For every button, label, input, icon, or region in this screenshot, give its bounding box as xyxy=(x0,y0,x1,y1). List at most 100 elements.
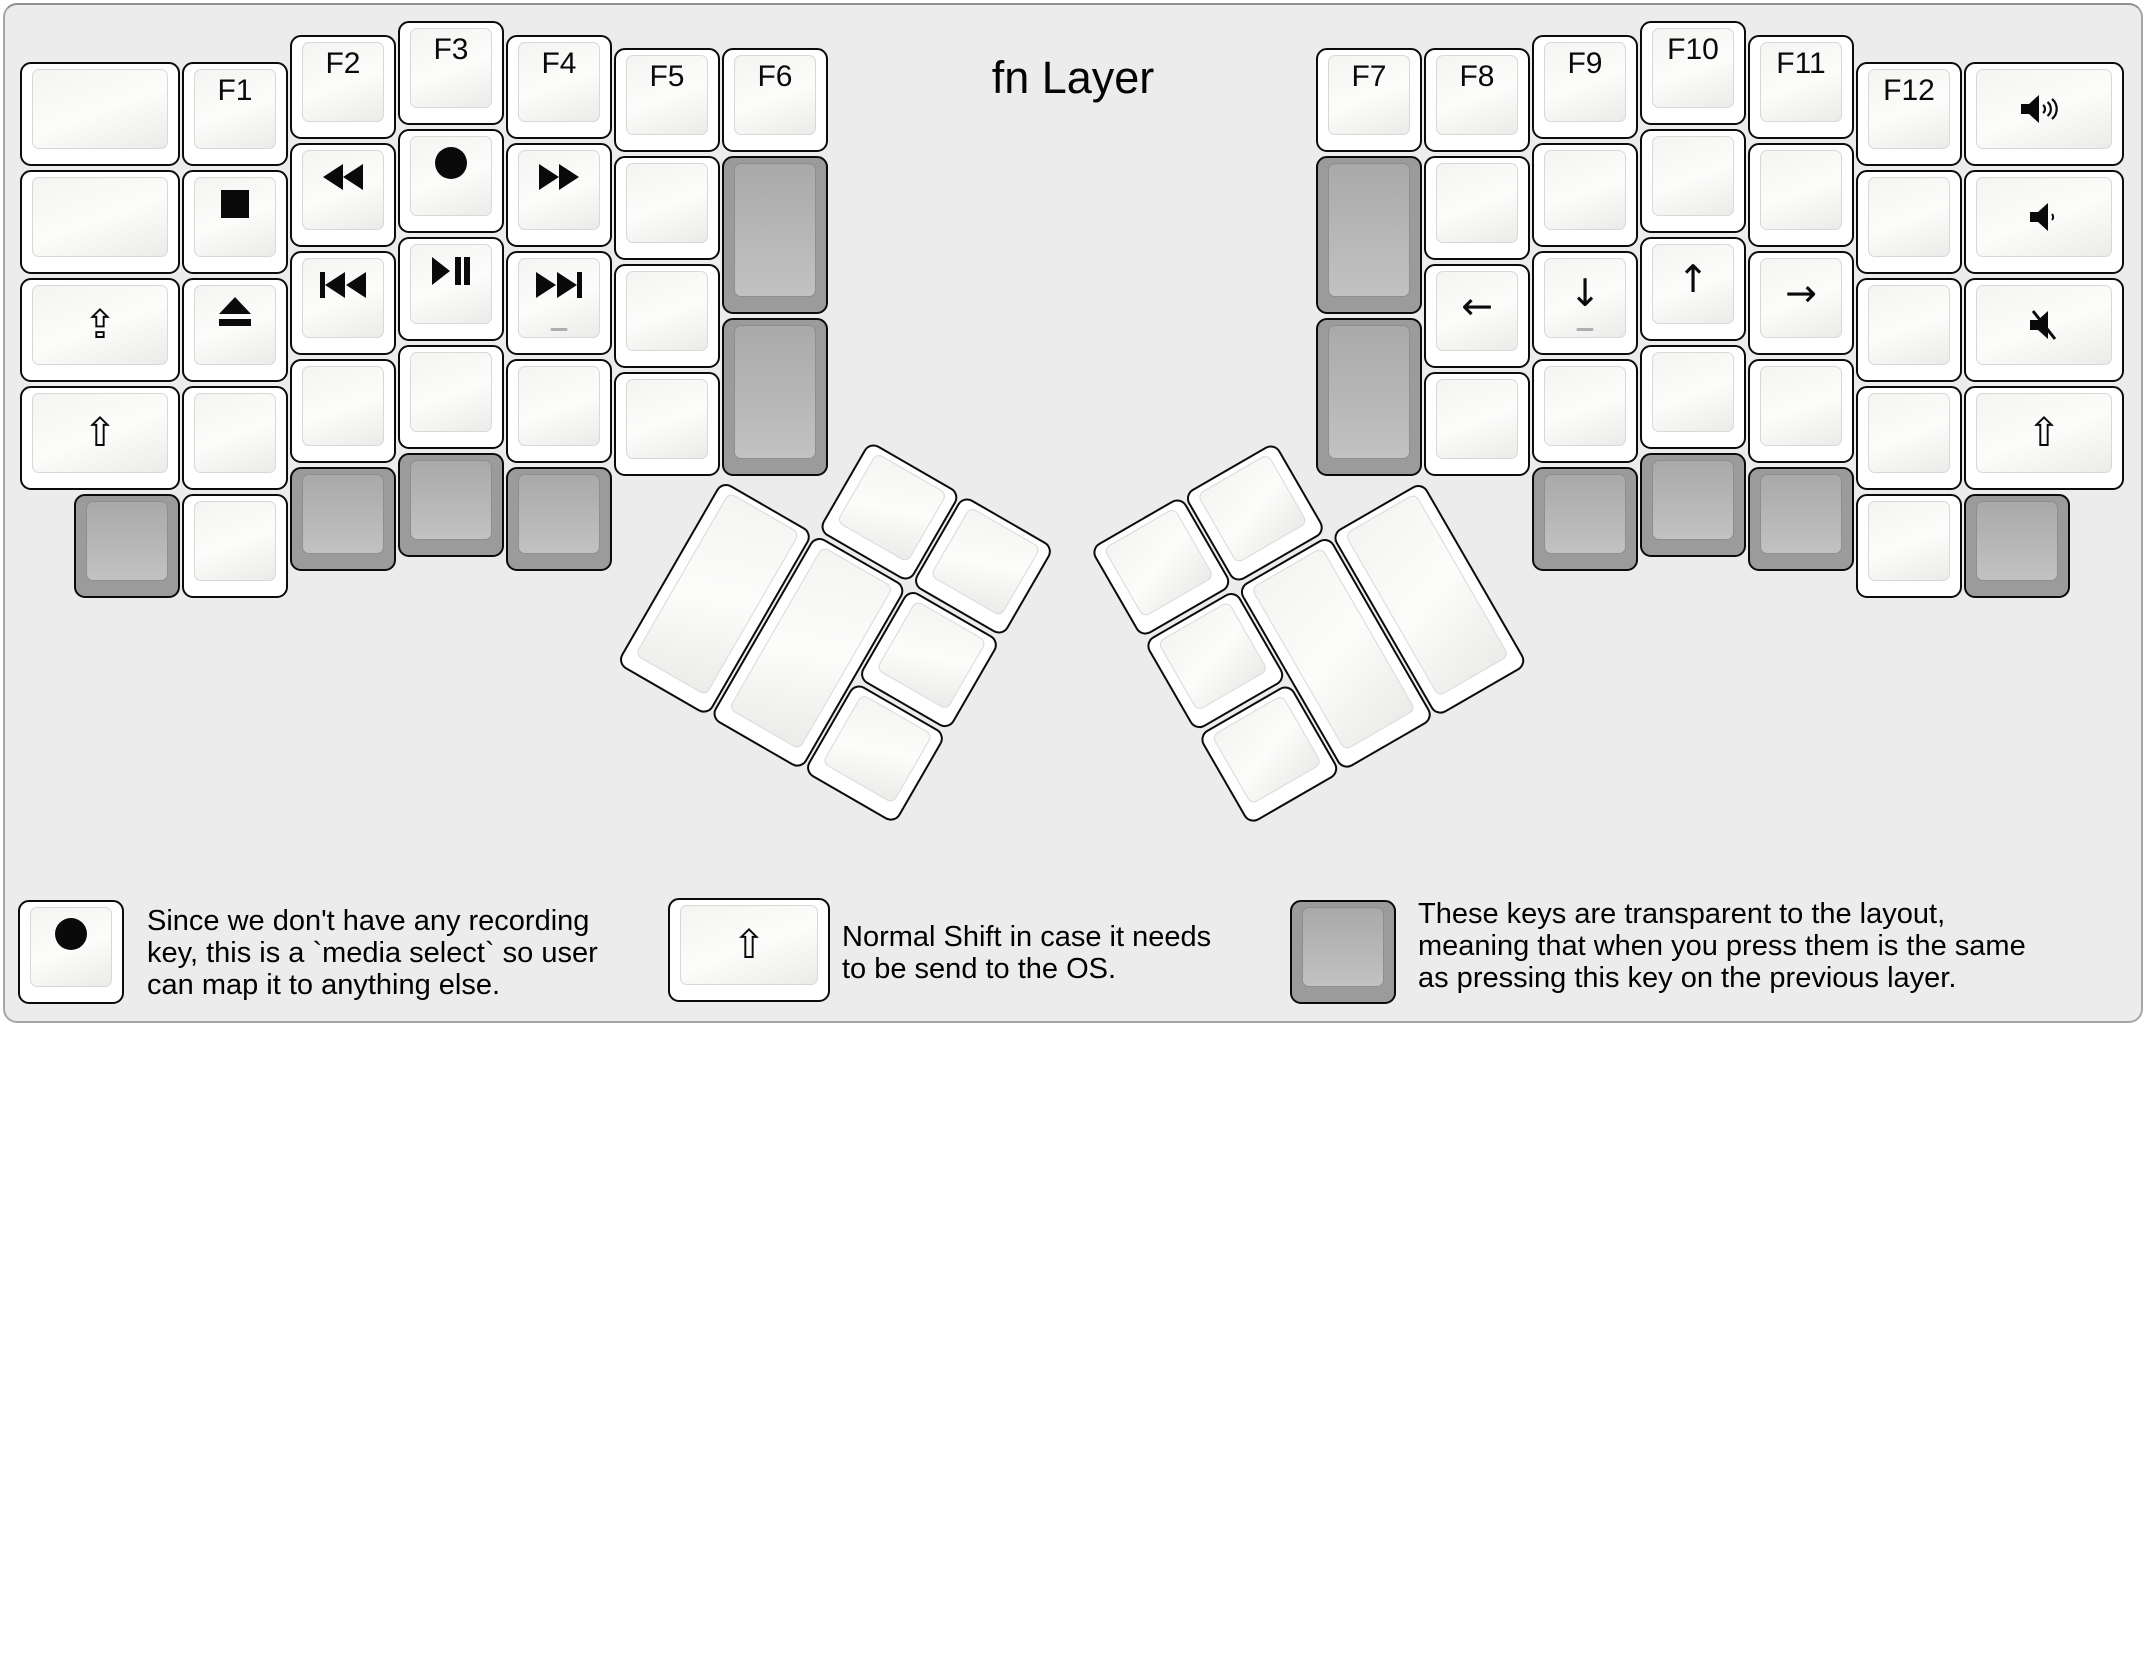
keycap xyxy=(734,325,816,459)
key-blank-l4[interactable] xyxy=(290,358,396,463)
key-blank-r11[interactable] xyxy=(1856,385,1962,490)
key-prev-track[interactable] xyxy=(290,250,396,355)
key-transparent-r5[interactable] xyxy=(1748,466,1854,571)
key-label: ← xyxy=(1461,284,1493,328)
key-label: F1 xyxy=(217,73,253,107)
key-media-select[interactable] xyxy=(398,129,504,233)
keycap xyxy=(302,365,384,446)
keycap: F10 xyxy=(1652,28,1734,108)
key-arrow-right[interactable]: → xyxy=(1748,250,1854,355)
key-f8[interactable]: F8 xyxy=(1424,48,1530,152)
key-arrow-left[interactable]: ← xyxy=(1424,264,1530,368)
keycap: ⇧ xyxy=(1976,392,2112,473)
key-blank-r1[interactable] xyxy=(1424,156,1530,260)
keycap xyxy=(1196,453,1308,564)
key-eject[interactable] xyxy=(182,277,288,382)
key-next-track[interactable] xyxy=(506,250,612,355)
key-blank-r8[interactable] xyxy=(1748,358,1854,463)
fast-forward-icon xyxy=(539,163,579,190)
keycap xyxy=(1652,352,1734,432)
key-blank-l5[interactable] xyxy=(398,345,504,449)
key-play-pause[interactable] xyxy=(398,237,504,341)
key-blank-l10[interactable] xyxy=(182,493,288,598)
key-transparent-r3[interactable] xyxy=(1532,466,1638,571)
key-f3[interactable]: F3 xyxy=(398,21,504,125)
key-label: F11 xyxy=(1776,46,1826,80)
key-f5[interactable]: F5 xyxy=(614,48,720,152)
volume-down-icon xyxy=(2022,202,2066,232)
key-blank-r6[interactable] xyxy=(1640,345,1746,449)
key-blank-r12[interactable] xyxy=(1856,493,1962,598)
key-shift-left[interactable]: ⇧ xyxy=(20,385,180,490)
key-blank-l2[interactable] xyxy=(20,169,180,274)
keycap xyxy=(30,907,112,987)
keycap xyxy=(32,68,168,149)
key-label: ⇧ xyxy=(83,409,117,456)
key-f1[interactable]: F1 xyxy=(182,61,288,166)
key-label: → xyxy=(1785,270,1817,315)
key-rewind[interactable] xyxy=(290,142,396,247)
key-f4[interactable]: F4 xyxy=(506,34,612,139)
key-f9[interactable]: F9 xyxy=(1532,34,1638,139)
key-blank-r10[interactable] xyxy=(1856,277,1962,382)
key-transparent-r2[interactable] xyxy=(1316,318,1422,476)
key-transparent-r1[interactable] xyxy=(1316,156,1422,314)
key-transparent-l1[interactable] xyxy=(290,466,396,571)
key-blank-l9[interactable] xyxy=(614,372,720,476)
keycap xyxy=(1436,163,1518,243)
keycap xyxy=(1544,365,1626,446)
play-pause-icon xyxy=(432,257,470,285)
rewind-icon xyxy=(323,163,363,190)
key-blank-l6[interactable] xyxy=(506,358,612,463)
key-blank-r4[interactable] xyxy=(1532,358,1638,463)
legend-sample-key: ⇧ xyxy=(668,898,830,1002)
key-volume-down[interactable] xyxy=(1964,169,2124,274)
key-volume-up[interactable] xyxy=(1964,61,2124,166)
key-label: ⇧ xyxy=(732,922,766,968)
legend-text-line: can map it to anything else. xyxy=(147,969,501,1001)
record-icon xyxy=(434,146,468,180)
keycap xyxy=(1976,176,2112,257)
keycap xyxy=(302,257,384,338)
key-arrow-up[interactable]: ↑ xyxy=(1640,237,1746,341)
eject-icon xyxy=(218,296,252,327)
legend-text-line: These keys are transparent to the layout… xyxy=(1418,898,1946,930)
keycap xyxy=(1868,284,1950,365)
key-transparent-l6[interactable] xyxy=(74,493,180,598)
key-blank-r2[interactable] xyxy=(1424,372,1530,476)
homing-bar xyxy=(1576,327,1594,331)
key-transparent-r6[interactable] xyxy=(1964,493,2070,598)
key-caps-lock[interactable]: ⇪ xyxy=(20,277,180,382)
key-transparent-l5[interactable] xyxy=(722,318,828,476)
keycap: F8 xyxy=(1436,55,1518,135)
key-transparent-l4[interactable] xyxy=(722,156,828,314)
key-blank-r3[interactable] xyxy=(1532,142,1638,247)
key-f7[interactable]: F7 xyxy=(1316,48,1422,152)
key-fast-forward[interactable] xyxy=(506,142,612,247)
key-f11[interactable]: F11 xyxy=(1748,34,1854,139)
keycap xyxy=(1652,136,1734,216)
key-transparent-l2[interactable] xyxy=(398,453,504,557)
key-f10[interactable]: F10 xyxy=(1640,21,1746,125)
key-mute[interactable] xyxy=(1964,277,2124,382)
key-label: F7 xyxy=(1351,60,1387,93)
key-shift-right[interactable]: ⇧ xyxy=(1964,385,2124,490)
key-arrow-down[interactable]: ↓ xyxy=(1532,250,1638,355)
key-transparent-r4[interactable] xyxy=(1640,453,1746,557)
keycap xyxy=(1868,392,1950,473)
key-blank-r5[interactable] xyxy=(1640,129,1746,233)
prev-track-icon xyxy=(320,271,366,298)
keycap xyxy=(410,136,492,216)
key-f2[interactable]: F2 xyxy=(290,34,396,139)
key-stop[interactable] xyxy=(182,169,288,274)
key-f12[interactable]: F12 xyxy=(1856,61,1962,166)
keycap: ⇪ xyxy=(32,284,168,365)
key-transparent-l3[interactable] xyxy=(506,466,612,571)
key-blank-l7[interactable] xyxy=(614,156,720,260)
key-blank-r9[interactable] xyxy=(1856,169,1962,274)
key-blank-r7[interactable] xyxy=(1748,142,1854,247)
key-f6[interactable]: F6 xyxy=(722,48,828,152)
key-blank-l1[interactable] xyxy=(20,61,180,166)
key-blank-l8[interactable] xyxy=(614,264,720,368)
key-blank-l3[interactable] xyxy=(182,385,288,490)
